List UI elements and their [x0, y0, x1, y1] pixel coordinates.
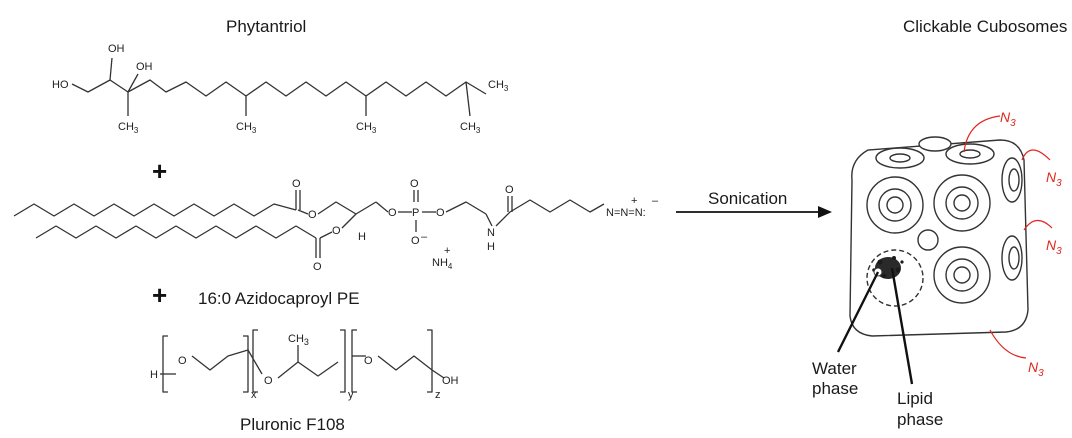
- azide-label-1: N3: [1000, 109, 1016, 129]
- o-atom-10: O: [178, 355, 187, 367]
- water-phase-label-line2: phase: [812, 379, 858, 398]
- n-atom: N: [487, 227, 495, 239]
- azide-group: N=N=N:: [606, 207, 646, 219]
- ho-atom: HO: [52, 79, 69, 91]
- h-atom-1: H: [358, 231, 366, 243]
- plus-sign-2: +: [152, 280, 167, 310]
- plus-charge-1: +: [444, 245, 450, 257]
- o-atom-2: O: [308, 209, 317, 221]
- subscript-z: z: [435, 389, 441, 401]
- azide-label-2: N3: [1046, 169, 1062, 189]
- cubosome-illustration: [849, 136, 1029, 337]
- o-atom-12: O: [364, 355, 373, 367]
- azide-label-4: N3: [1028, 359, 1044, 379]
- subscript-x: x: [251, 389, 257, 401]
- oh-atom-1: OH: [108, 43, 125, 55]
- phytantriol-structure: HO OH OH CH3 CH3 CH3 CH3 CH3: [52, 43, 509, 135]
- azide-tethers: N3 N3 N3 N3: [963, 109, 1062, 379]
- minus-charge-1: –: [421, 231, 428, 243]
- h-atom-3: H: [150, 369, 158, 381]
- o-atom-7: O: [411, 235, 420, 247]
- sonication-arrow: [676, 206, 832, 218]
- o-atom-3: O: [313, 261, 322, 273]
- ch3-label-6: CH3: [288, 333, 309, 347]
- ch3-label-2: CH3: [236, 121, 257, 135]
- lipid-phase-label-line2: phase: [897, 410, 943, 429]
- plus-sign-1: +: [152, 156, 167, 186]
- o-atom-1: O: [292, 178, 301, 190]
- ch3-label-5: CH3: [488, 79, 509, 93]
- water-phase-pointer: [836, 271, 880, 353]
- o-atom-8: O: [436, 207, 445, 219]
- subscript-y: y: [348, 389, 354, 401]
- ch3-label-3: CH3: [356, 121, 377, 135]
- o-atom-9: O: [505, 184, 514, 196]
- water-phase-label-line1: Water: [812, 359, 857, 378]
- ammonium-label: NH4: [432, 257, 453, 271]
- plus-charge-2: +: [631, 195, 637, 207]
- oh-atom-3: OH: [442, 375, 459, 387]
- pluronic-structure: H O x O CH3 y O z OH: [150, 329, 459, 401]
- p-atom: P: [412, 207, 419, 219]
- lipid-phase-pointer: [890, 267, 914, 385]
- azido-pe-structure: O O O O H O P O O – O + NH4 N H O: [13, 178, 659, 273]
- o-atom-6: O: [410, 178, 419, 190]
- ch3-label-1: CH3: [118, 121, 139, 135]
- o-atom-4: O: [332, 225, 341, 237]
- azido-pe-label: 16:0 Azidocaproyl PE: [198, 289, 360, 308]
- cubosomes-title: Clickable Cubosomes: [903, 17, 1067, 36]
- h-atom-2: H: [487, 241, 495, 253]
- sonication-label: Sonication: [708, 189, 787, 208]
- pluronic-label: Pluronic F108: [240, 415, 345, 434]
- o-atom-11: O: [264, 375, 273, 387]
- oh-atom-2: OH: [136, 61, 153, 73]
- ch3-label-4: CH3: [460, 121, 481, 135]
- lipid-phase-label-line1: Lipid: [897, 389, 933, 408]
- minus-charge-2: –: [652, 195, 659, 207]
- o-atom-5: O: [388, 207, 397, 219]
- phytantriol-label: Phytantriol: [226, 17, 306, 36]
- azide-label-3: N3: [1046, 237, 1062, 257]
